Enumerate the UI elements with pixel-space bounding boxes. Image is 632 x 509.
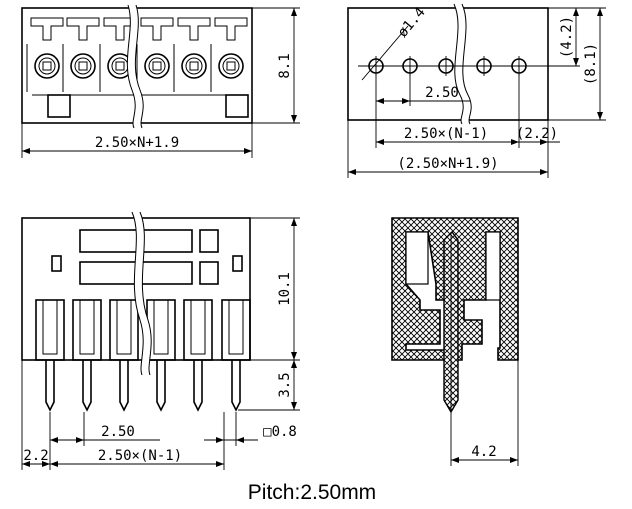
pin-lead <box>119 360 129 412</box>
pin-lead <box>45 360 55 412</box>
hole-dia-dim: ø1.4 <box>395 4 429 40</box>
pin-length-dim: 3.5 <box>277 372 293 397</box>
pin-slot <box>146 299 176 361</box>
body-height-dim: 10.1 <box>277 272 293 306</box>
front-tooth <box>66 17 100 41</box>
front-tooth <box>177 17 211 41</box>
pin-slot-inner <box>190 299 206 355</box>
terminal-ring-outer <box>144 53 170 79</box>
terminal-square <box>152 61 162 71</box>
terminal-square <box>226 61 236 71</box>
terminal-ring-outer <box>218 53 244 79</box>
terminal-square <box>42 61 52 71</box>
pin-lead <box>231 360 241 412</box>
footprint-view: ø1.4 2.50 2.50×(N-1) (2.2) (2.50×N+1.9) … <box>347 3 606 178</box>
front-height-dim: 8.1 <box>277 53 293 78</box>
fp-total-dim: (2.50×N+1.9) <box>397 156 498 172</box>
pin-lead <box>193 360 203 412</box>
pin-slot <box>35 299 65 361</box>
terminal-ring-inner <box>148 57 166 75</box>
front-terminals <box>26 44 244 92</box>
terminal-ring-inner <box>111 57 129 75</box>
terminal-ring-inner <box>74 57 92 75</box>
pin-slot-inner <box>228 299 244 355</box>
pin-view: 10.1 3.5 2.50 □0.8 2.2 2.50×(N-1) <box>21 211 300 470</box>
pitch-caption: Pitch:2.50mm <box>248 481 376 504</box>
front-tooth <box>214 17 248 41</box>
front-view: 2.50×N+1.9 8.1 <box>21 4 300 158</box>
pin-lead <box>156 360 166 412</box>
pin-slot <box>221 299 251 361</box>
front-tooth <box>30 17 64 41</box>
pin-size-dim: □0.8 <box>263 424 297 440</box>
terminal-ring-outer <box>70 53 96 79</box>
fp-pitch-dim: 2.50 <box>425 85 459 101</box>
fp-h2-dim: (8.1) <box>583 43 599 85</box>
terminal-ring-inner <box>38 57 56 75</box>
pin-lead <box>82 360 92 412</box>
terminal-ring-inner <box>222 57 240 75</box>
pin-slot-inner <box>116 299 132 355</box>
front-width-dim: 2.50×N+1.9 <box>95 135 179 151</box>
pv-pitch-dim: 2.50 <box>101 424 135 440</box>
terminal-square <box>78 61 88 71</box>
pin-slot-inner <box>79 299 95 355</box>
front-teeth <box>30 17 248 41</box>
fp-h1-dim: (4.2) <box>559 16 575 58</box>
pin-slot-inner <box>153 299 169 355</box>
pin-slot <box>109 299 139 361</box>
pin-slot <box>72 299 102 361</box>
terminal-square <box>115 61 125 71</box>
pin-slot-inner <box>42 299 58 355</box>
pin-slot <box>183 299 213 361</box>
section-view: 4.2 <box>391 217 519 466</box>
terminal-ring-inner <box>185 57 203 75</box>
pv-edge-dim: 2.2 <box>23 448 48 464</box>
terminal-square <box>189 61 199 71</box>
terminal-ring-outer <box>34 53 60 79</box>
section-depth-dim: 4.2 <box>471 444 496 460</box>
pv-span-dim: 2.50×(N-1) <box>98 448 182 464</box>
terminal-ring-outer <box>181 53 207 79</box>
fp-offset-dim: (2.2) <box>516 126 558 142</box>
front-tooth <box>140 17 174 41</box>
fp-span-dim: 2.50×(N-1) <box>404 126 488 142</box>
